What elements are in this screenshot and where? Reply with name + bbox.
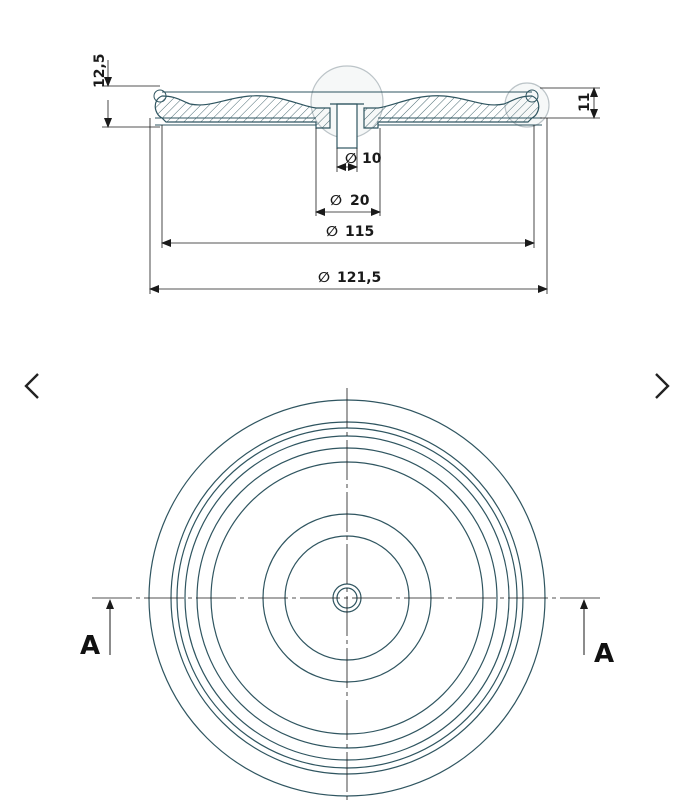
- bore-section: [336, 103, 358, 149]
- dim-boss-label: 20: [350, 193, 370, 209]
- chevron-right-icon: [655, 373, 670, 399]
- next-button[interactable]: [644, 368, 680, 404]
- section-mark-left: A: [80, 631, 100, 661]
- dim-boss: ∅ 20: [315, 193, 381, 216]
- dim-bore-label: 10: [362, 151, 382, 167]
- dim-outer: ∅ 121,5: [149, 270, 548, 293]
- profile-left-hatched: [154, 95, 331, 129]
- prev-button[interactable]: [14, 368, 50, 404]
- dim-height-total-label: 12,5: [92, 53, 108, 88]
- section-mark-right: A: [594, 639, 614, 669]
- dim-rim: ∅ 115: [161, 224, 535, 247]
- dim-rim-label: 115: [345, 224, 374, 240]
- dim-bore-symbol: ∅: [345, 151, 357, 167]
- chevron-left-icon: [24, 373, 39, 399]
- dim-bore: ∅ 10: [336, 151, 382, 171]
- section-view: 12,5 11 ∅ 10 ∅ 20: [92, 53, 600, 294]
- profile-right-hatched: [363, 95, 540, 129]
- dim-height-rim-label: 11: [577, 93, 593, 112]
- dim-outer-symbol: ∅: [318, 270, 330, 286]
- dim-outer-label: 121,5: [337, 270, 381, 286]
- dim-rim-symbol: ∅: [326, 224, 338, 240]
- dim-boss-symbol: ∅: [330, 193, 342, 209]
- dim-height-total: 12,5: [92, 53, 160, 128]
- dim-height-rim: 11: [540, 87, 600, 119]
- plan-view: [92, 388, 604, 803]
